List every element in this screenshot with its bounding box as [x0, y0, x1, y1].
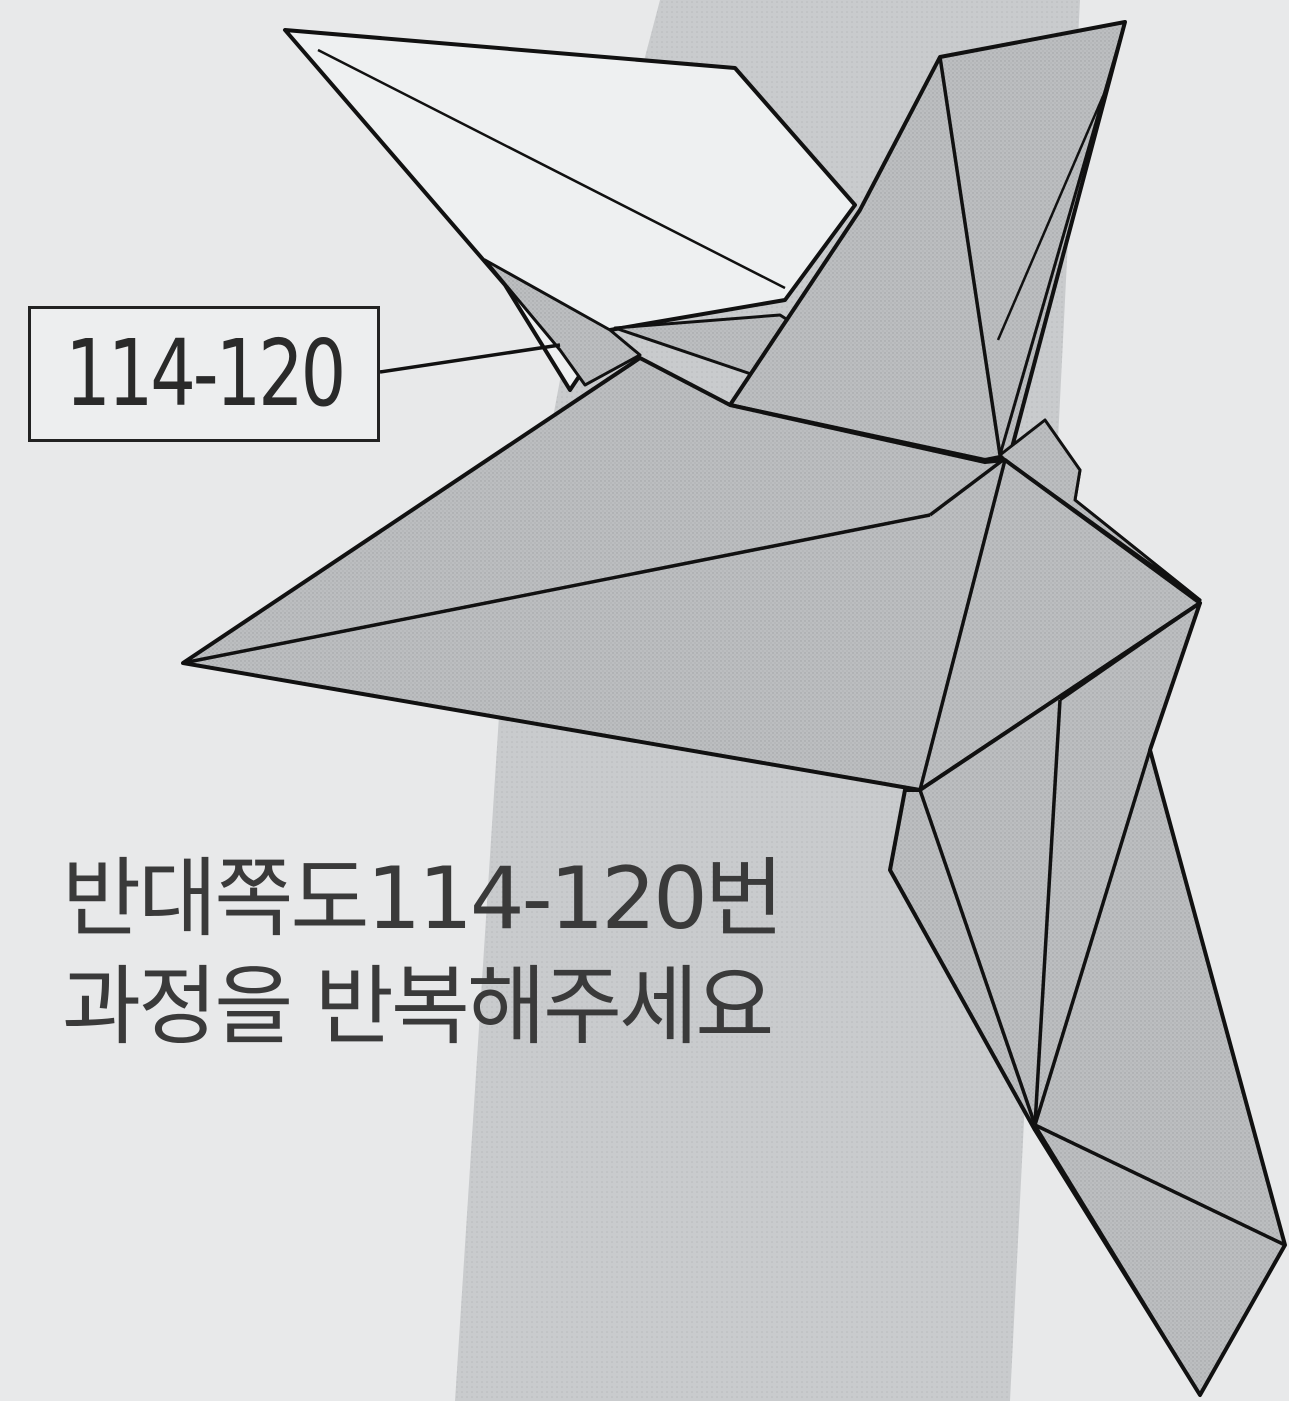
main-wing-crease-3 — [918, 459, 1007, 791]
upper-flap-crease — [317, 48, 786, 290]
tail-crease-1 — [918, 789, 1037, 1126]
tail-crease-3 — [1033, 749, 1152, 1126]
tail-crease-2 — [1033, 699, 1062, 1126]
tail-crease-6 — [1059, 601, 1201, 702]
main-wing-crease-1 — [182, 513, 931, 665]
instruction-line-1: 반대쪽도114-120번 — [62, 849, 784, 949]
tail-crease-4 — [1034, 1123, 1286, 1247]
main-wing-crease-2 — [928, 458, 1005, 517]
step-range-text: 114-120 — [65, 320, 346, 427]
upper-flap-white — [283, 28, 857, 392]
wing-crease-3 — [996, 79, 1112, 341]
instruction-text: 반대쪽도114-120번 과정을 반복해주세요 — [62, 845, 882, 1061]
tail-crease-5 — [1033, 1124, 1202, 1396]
label-leader-line — [379, 343, 561, 374]
instruction-line-2: 과정을 반복해주세요 — [62, 957, 774, 1057]
step-range-label: 114-120 — [28, 306, 380, 442]
inner-fold — [483, 258, 642, 387]
wing-crease-1 — [938, 56, 1002, 456]
